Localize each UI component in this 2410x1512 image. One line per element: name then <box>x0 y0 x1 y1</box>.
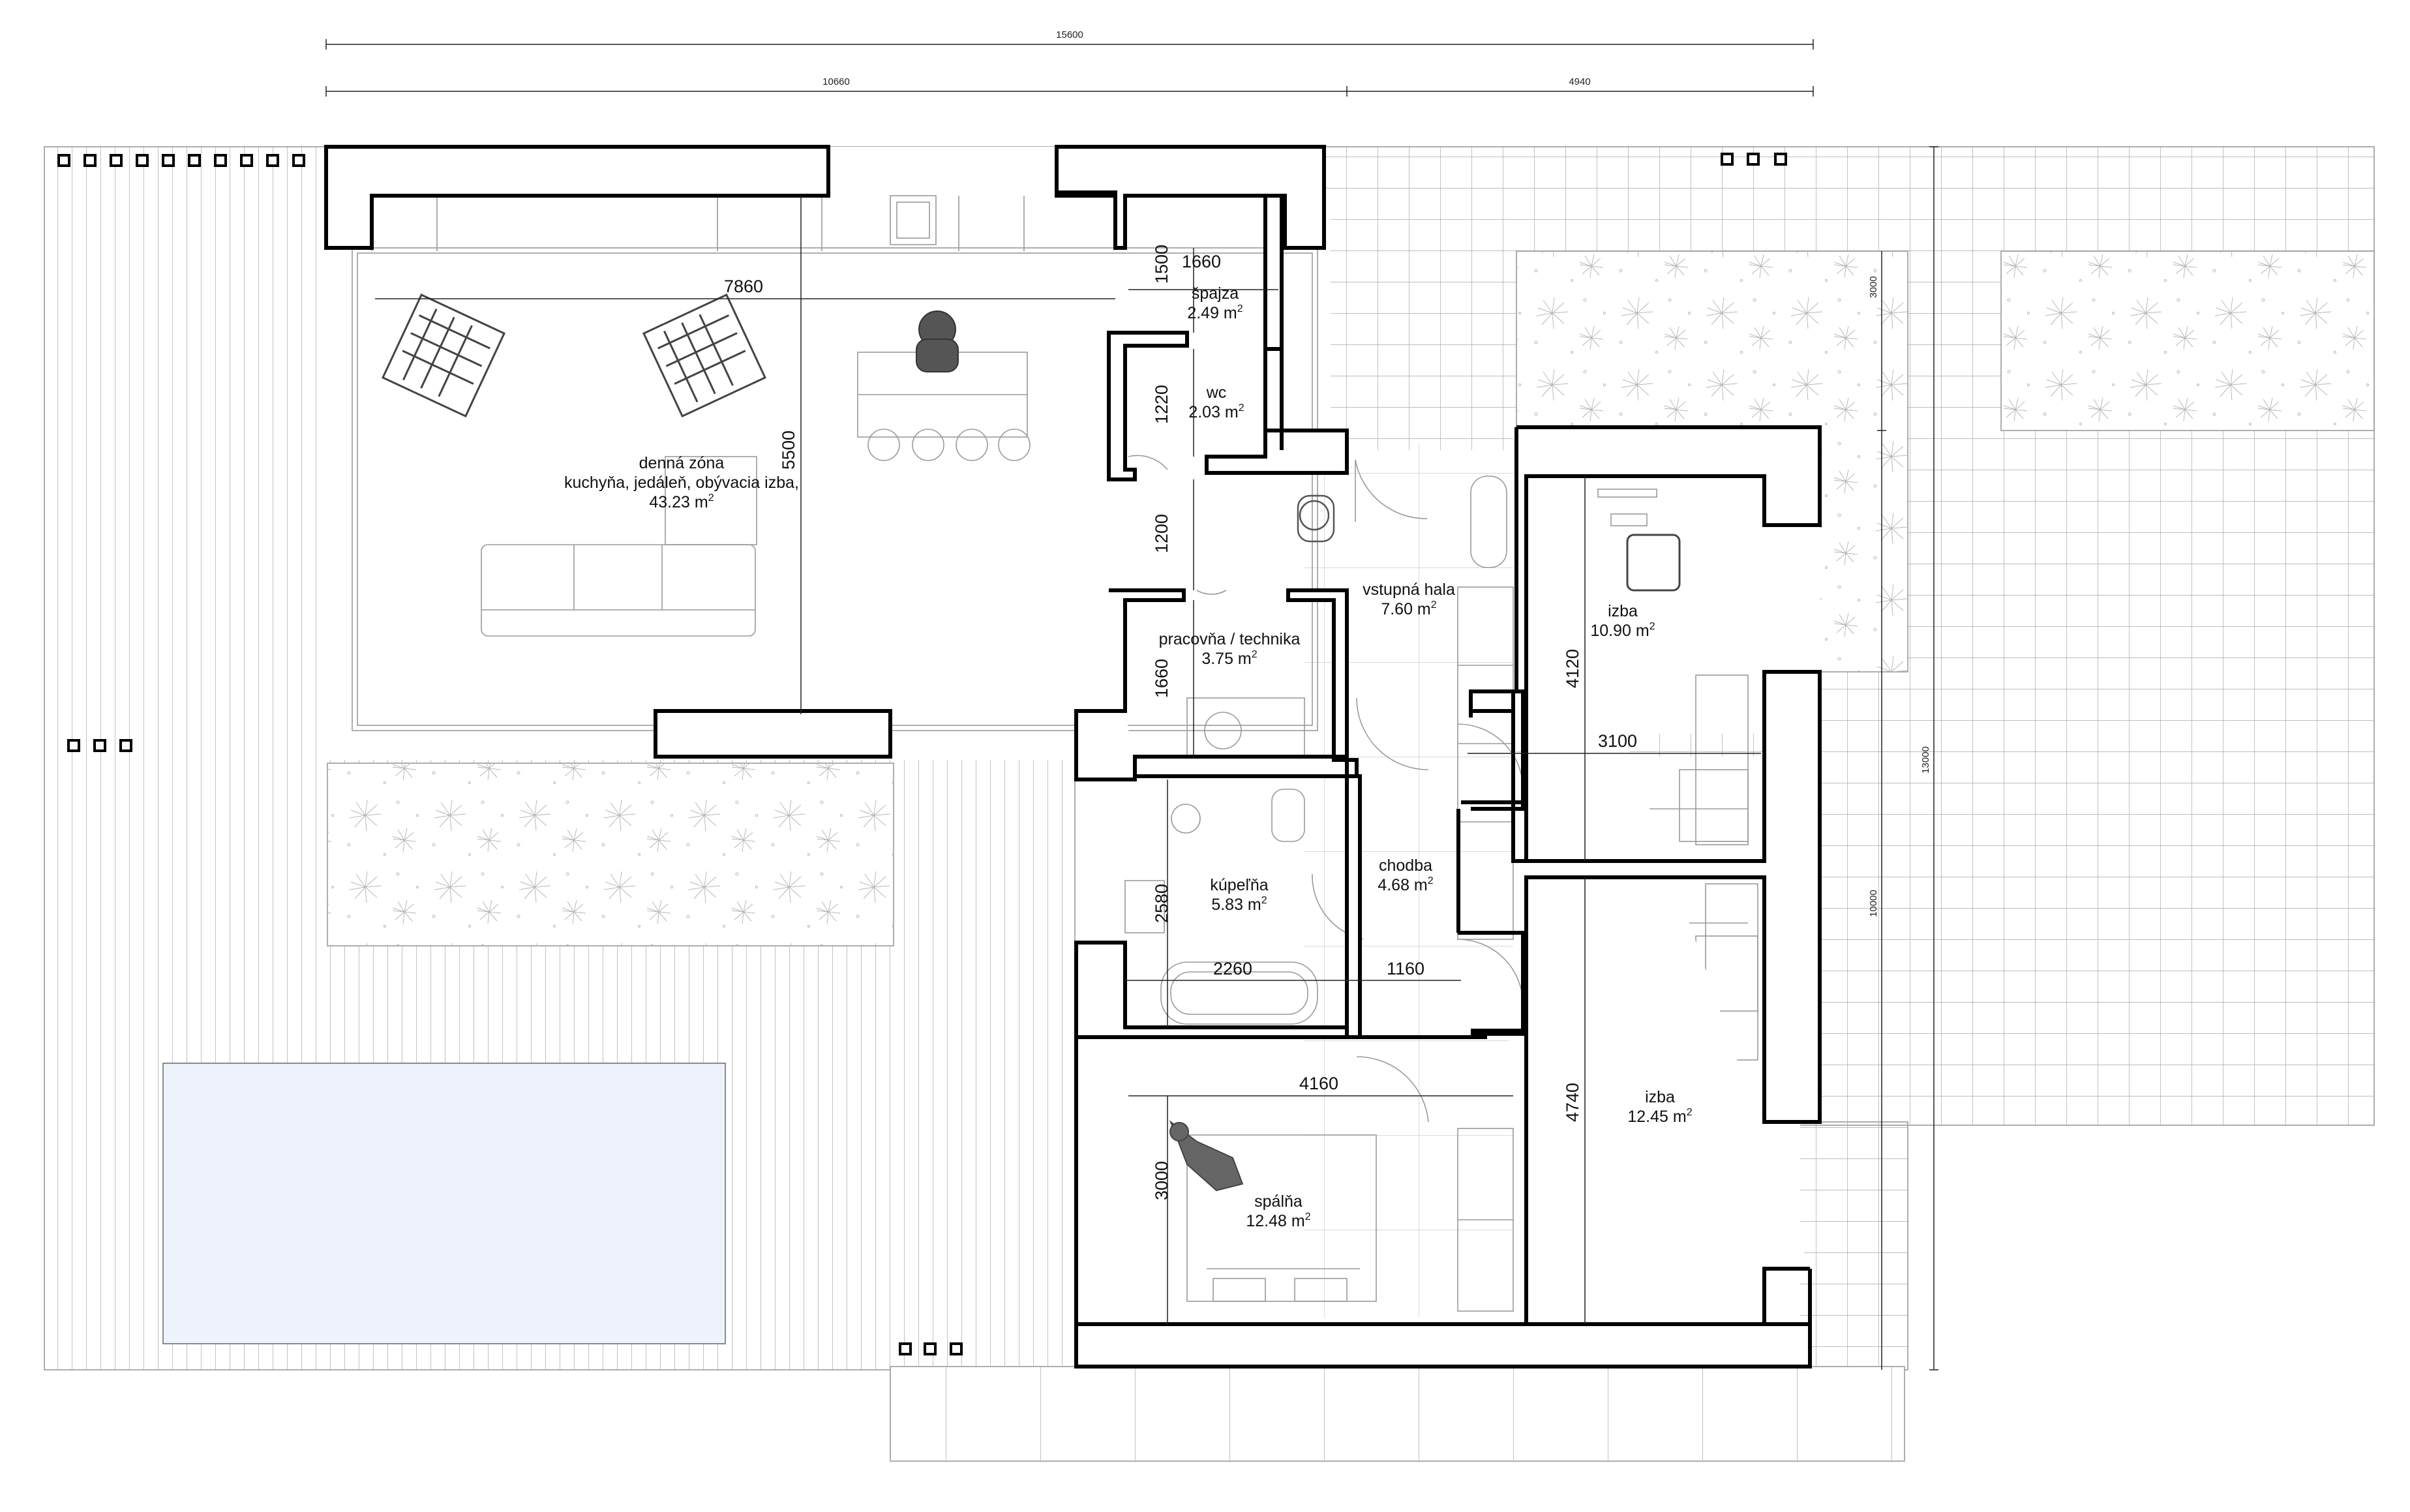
svg-text:izba: izba <box>1645 1088 1675 1106</box>
dim-bath-depth: 2580 <box>1152 884 1171 923</box>
room-label-entrance-hall: vstupná hala 7.60 m2 <box>1363 581 1455 618</box>
dimension-lines <box>325 39 1938 1370</box>
room-label-room-bottom: izba 12.45 m2 <box>1627 1088 1692 1126</box>
dim-day-zone-width: 7860 <box>724 277 763 296</box>
room-label-pantry: špajza 2.49 m2 <box>1187 284 1243 322</box>
planter-left <box>327 763 894 946</box>
dim-depth-front: 10000 <box>1868 890 1879 917</box>
dim-wc-depth: 1220 <box>1152 385 1171 424</box>
room-label-day-zone: denná zóna kuchyňa, jedáleň, obývacia iz… <box>564 454 799 511</box>
svg-text:7.60 m2: 7.60 m2 <box>1381 599 1436 618</box>
dim-day-zone-depth: 5500 <box>779 431 798 470</box>
dim-corridor-width: 1160 <box>1387 959 1424 978</box>
svg-text:špajza: špajza <box>1192 284 1239 303</box>
dim-left-width: 10660 <box>822 76 850 87</box>
svg-text:kúpeľňa: kúpeľňa <box>1210 876 1268 894</box>
svg-text:wc: wc <box>1206 384 1227 402</box>
dim-bedroom-depth: 3000 <box>1152 1161 1171 1200</box>
svg-text:43.23 m2: 43.23 m2 <box>649 492 714 511</box>
svg-text:4.68 m2: 4.68 m2 <box>1378 875 1433 894</box>
person-bedroom-icon <box>1169 1120 1244 1192</box>
dim-total-depth: 13000 <box>1920 746 1931 774</box>
svg-text:denná zóna: denná zóna <box>639 454 725 472</box>
planter-right <box>2000 250 2375 431</box>
svg-text:kuchyňa, jedáleň, obývacia izb: kuchyňa, jedáleň, obývacia izba, <box>564 474 799 492</box>
dim-bedroom-width: 4160 <box>1299 1074 1338 1093</box>
dim-office-depth: 1660 <box>1152 659 1171 698</box>
svg-text:vstupná hala: vstupná hala <box>1363 581 1455 599</box>
dim-room-bottom-depth: 4740 <box>1563 1083 1582 1122</box>
dim-pantry-width: 1660 <box>1182 252 1221 271</box>
dim-room-top-depth: 4120 <box>1563 649 1582 688</box>
dim-pantry-depth: 1500 <box>1152 245 1171 284</box>
garden-lights <box>57 153 1787 1355</box>
swimming-pool <box>162 1063 726 1344</box>
svg-text:spálňa: spálňa <box>1254 1192 1303 1211</box>
dim-bath-width: 2260 <box>1213 959 1252 978</box>
room-label-wc: wc 2.03 m2 <box>1188 384 1244 421</box>
room-label-corridor: chodba 4.68 m2 <box>1378 856 1433 894</box>
front-paving <box>890 1366 1905 1462</box>
dim-hall-gap: 1200 <box>1152 514 1171 553</box>
svg-text:12.48 m2: 12.48 m2 <box>1246 1211 1310 1230</box>
armchair-icon <box>381 293 1681 1254</box>
dim-total-width: 15600 <box>1056 29 1083 40</box>
svg-text:3.75 m2: 3.75 m2 <box>1201 649 1257 668</box>
svg-text:pracovňa / technika: pracovňa / technika <box>1159 630 1301 648</box>
svg-text:5.83 m2: 5.83 m2 <box>1211 895 1267 914</box>
room-label-bathroom: kúpeľňa 5.83 m2 <box>1210 876 1268 914</box>
svg-text:2.03 m2: 2.03 m2 <box>1188 402 1244 421</box>
svg-text:2.49 m2: 2.49 m2 <box>1187 303 1243 322</box>
dim-right-width: 4940 <box>1569 76 1590 87</box>
svg-text:12.45 m2: 12.45 m2 <box>1627 1107 1692 1126</box>
dim-room-top-width: 3100 <box>1598 731 1637 751</box>
person-hall-icon <box>1297 494 1335 543</box>
wall-outlines <box>324 145 1822 1368</box>
room-label-room-top: izba 10.90 m2 <box>1590 602 1655 640</box>
svg-text:izba: izba <box>1608 602 1638 620</box>
room-label-office: pracovňa / technika 3.75 m2 <box>1159 630 1301 668</box>
svg-text:chodba: chodba <box>1379 856 1432 875</box>
dim-depth-garden: 3000 <box>1868 276 1879 297</box>
svg-text:10.90 m2: 10.90 m2 <box>1590 621 1655 640</box>
room-label-bedroom: spálňa 12.48 m2 <box>1246 1192 1310 1230</box>
person-kitchen-icon <box>916 310 959 372</box>
